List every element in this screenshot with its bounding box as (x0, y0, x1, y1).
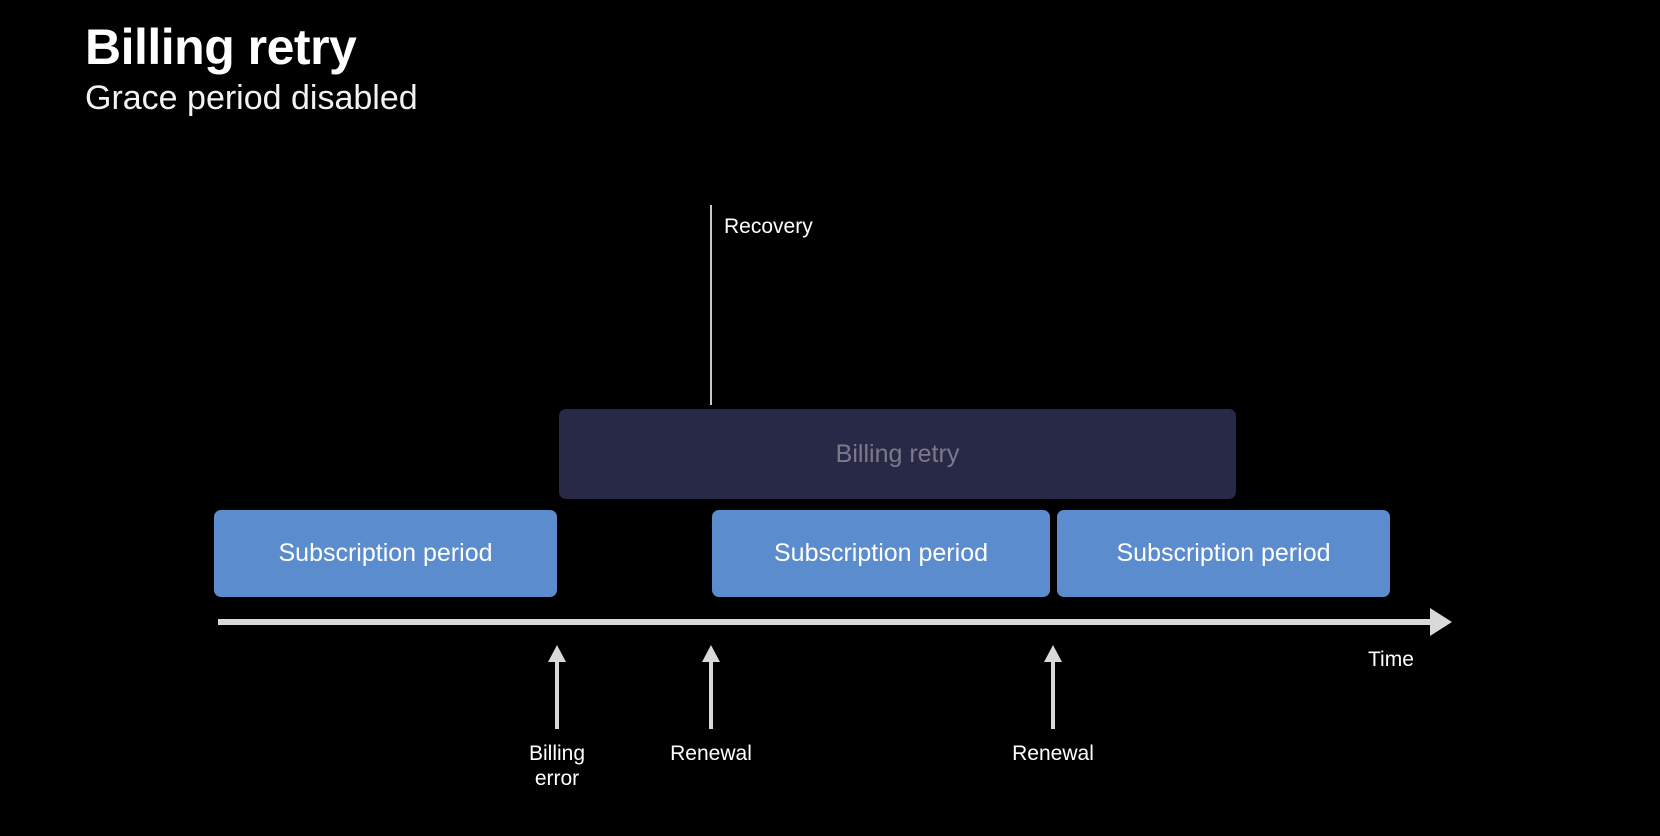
slide-header: Billing retry Grace period disabled (85, 22, 418, 118)
event-marker-label: Renewal (670, 742, 752, 765)
up-arrow-icon (1043, 645, 1063, 729)
time-axis-arrow-icon (1430, 608, 1452, 636)
event-marker-billing-error: Billing error (487, 645, 627, 791)
recovery-marker-line (710, 205, 712, 405)
subscription-period-label: Subscription period (1116, 539, 1331, 567)
billing-retry-band: Billing retry (559, 409, 1236, 499)
recovery-marker-label: Recovery (724, 215, 813, 238)
subscription-period-label: Subscription period (278, 539, 493, 567)
subscription-period-label: Subscription period (773, 539, 988, 567)
event-marker-label: Billing error (528, 742, 586, 791)
up-arrow-icon (547, 645, 567, 729)
event-marker-renewal-2: Renewal (983, 645, 1123, 766)
subscription-period-box-1: Subscription period (214, 510, 557, 597)
page-subtitle: Grace period disabled (85, 79, 418, 117)
time-axis-label: Time (1368, 648, 1414, 671)
billing-retry-band-label: Billing retry (835, 439, 960, 468)
page-title: Billing retry (85, 19, 357, 75)
time-axis-line (218, 619, 1438, 625)
subscription-period-box-3: Subscription period (1057, 510, 1390, 597)
up-arrow-icon (701, 645, 721, 729)
event-marker-label: Renewal (1012, 742, 1094, 765)
subscription-period-box-2: Subscription period (712, 510, 1050, 597)
event-marker-renewal-1: Renewal (641, 645, 781, 766)
